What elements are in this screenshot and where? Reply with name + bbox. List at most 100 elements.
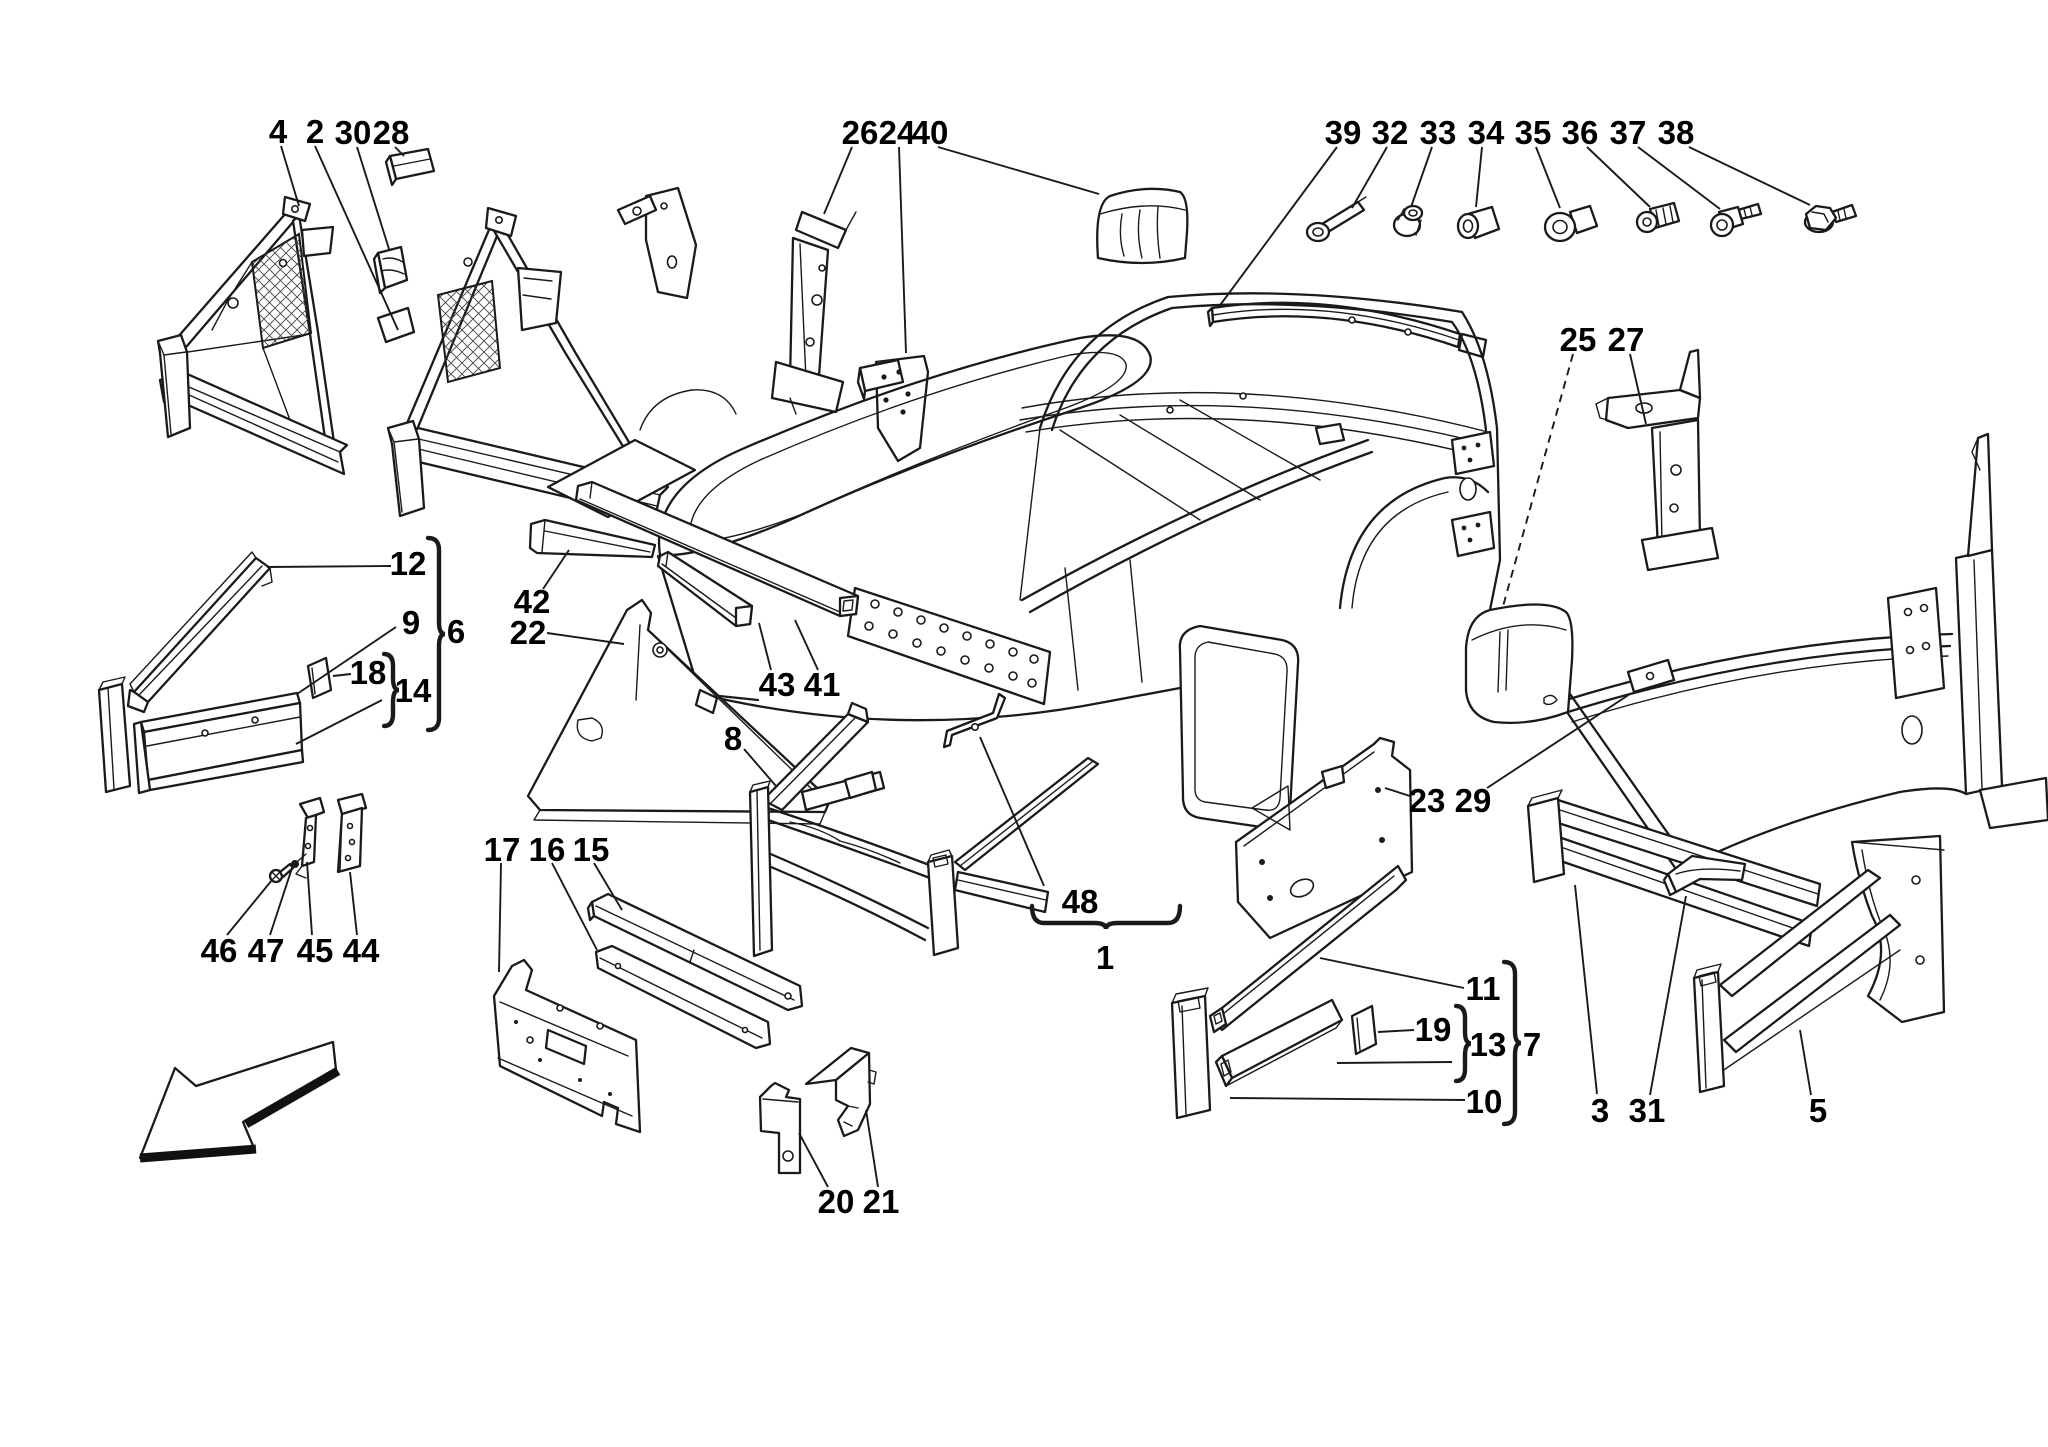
leader-19	[1377, 1029, 1415, 1033]
part-44-bracket	[336, 792, 368, 874]
part-40-pad	[1096, 187, 1189, 265]
leader-42	[542, 549, 570, 590]
part-25-pad	[1464, 603, 1574, 725]
part-42-beam	[528, 518, 657, 559]
callout-18: 18	[350, 654, 387, 691]
leader-27	[1629, 353, 1647, 425]
leader-4	[280, 145, 300, 207]
direction-arrow-layer	[138, 1040, 341, 1163]
leader-44	[349, 871, 358, 936]
leader-41	[794, 619, 819, 671]
callout-32: 32	[1372, 114, 1409, 151]
callout-17: 17	[484, 831, 521, 868]
group-line-0	[1336, 1061, 1453, 1064]
leader-47	[269, 867, 293, 936]
direction-arrow-edge-0	[139, 1144, 257, 1163]
callout-23: 23	[1409, 782, 1446, 819]
callout-15: 15	[573, 831, 610, 868]
part-47-pin	[291, 853, 307, 868]
part-2-side-frame	[376, 186, 698, 520]
callout-21: 21	[863, 1183, 900, 1220]
leader-lines	[226, 145, 1812, 1188]
part-41-beam	[574, 480, 860, 618]
callout-6: 6	[447, 613, 465, 650]
leader-3	[1574, 884, 1598, 1095]
part-8-subframe	[748, 701, 1100, 958]
part-34-insert	[1456, 205, 1501, 240]
callout-16: 16	[529, 831, 566, 868]
leader-32	[1351, 146, 1388, 209]
part-20-bracket	[758, 1081, 802, 1175]
group-braces	[381, 535, 1522, 1127]
brace-1	[1029, 903, 1183, 930]
direction-arrow-edge-1	[243, 1067, 341, 1128]
leader-34	[1475, 146, 1483, 208]
callout-5: 5	[1809, 1092, 1827, 1129]
callout-12: 12	[390, 545, 427, 582]
leader-30	[356, 146, 390, 250]
callout-9: 9	[402, 604, 420, 641]
callout-34: 34	[1468, 114, 1505, 151]
part-13-rail	[1214, 998, 1344, 1088]
leader-12	[266, 565, 392, 568]
part-39-header-rail	[1206, 301, 1488, 359]
part-5-side-member	[1692, 834, 1946, 1094]
callout-13: 13	[1470, 1026, 1507, 1063]
leader-18	[332, 673, 352, 677]
callout-30: 30	[335, 114, 372, 151]
leader-35	[1535, 146, 1561, 209]
callout-1: 1	[1096, 939, 1114, 976]
leader-37	[1637, 146, 1721, 210]
callout-7: 7	[1523, 1026, 1541, 1063]
callout-11: 11	[1466, 970, 1501, 1007]
callout-22: 22	[510, 614, 547, 651]
callout-29: 29	[1455, 782, 1492, 819]
part-27-pillar	[1595, 348, 1720, 572]
callout-33: 33	[1420, 114, 1457, 151]
part-29-quarter-assembly	[1558, 432, 2048, 874]
callout-38: 38	[1658, 114, 1695, 151]
part-15-strip	[586, 892, 804, 1012]
callout-31: 31	[1629, 1092, 1666, 1129]
part-9-14-sill	[132, 691, 305, 795]
part-43-beam	[656, 550, 754, 628]
callout-24: 24	[879, 114, 916, 151]
callout-25: 25	[1560, 321, 1597, 358]
callout-10: 10	[1466, 1083, 1503, 1120]
callout-46: 46	[201, 932, 238, 969]
leader-26	[823, 146, 853, 215]
callout-43: 43	[759, 666, 796, 703]
callout-28: 28	[373, 114, 410, 151]
leader-9	[296, 626, 397, 695]
part-37-bolt	[1709, 202, 1763, 238]
callout-42: 42	[514, 583, 551, 620]
part-36-knurled-insert	[1635, 201, 1681, 234]
callout-41: 41	[804, 666, 841, 703]
part-48-bracket	[942, 692, 1007, 749]
leader-23	[1384, 787, 1411, 797]
callout-48: 48	[1062, 883, 1099, 920]
part-21-bracket	[804, 1046, 877, 1138]
leader-46	[226, 879, 273, 936]
part-26-pillar	[770, 210, 857, 415]
part-4-side-frame	[156, 195, 349, 476]
part-35-grommet	[1543, 204, 1599, 243]
callout-26: 26	[842, 114, 879, 151]
callout-2: 2	[306, 113, 324, 150]
leader-28	[394, 146, 405, 157]
leader-43	[758, 622, 772, 671]
callout-37: 37	[1610, 114, 1647, 151]
part-16-strip	[594, 944, 772, 1050]
part-19-pad	[1350, 1004, 1378, 1056]
callout-3: 3	[1591, 1092, 1609, 1129]
leader-31	[1649, 895, 1687, 1096]
leader-39	[1217, 146, 1338, 309]
part-28-channel-clip	[384, 147, 436, 187]
part-30-wedge	[372, 245, 409, 295]
leader-40	[937, 146, 1100, 195]
leader-20	[798, 1132, 829, 1188]
callout-36: 36	[1562, 114, 1599, 151]
brace-13	[1453, 1003, 1472, 1084]
